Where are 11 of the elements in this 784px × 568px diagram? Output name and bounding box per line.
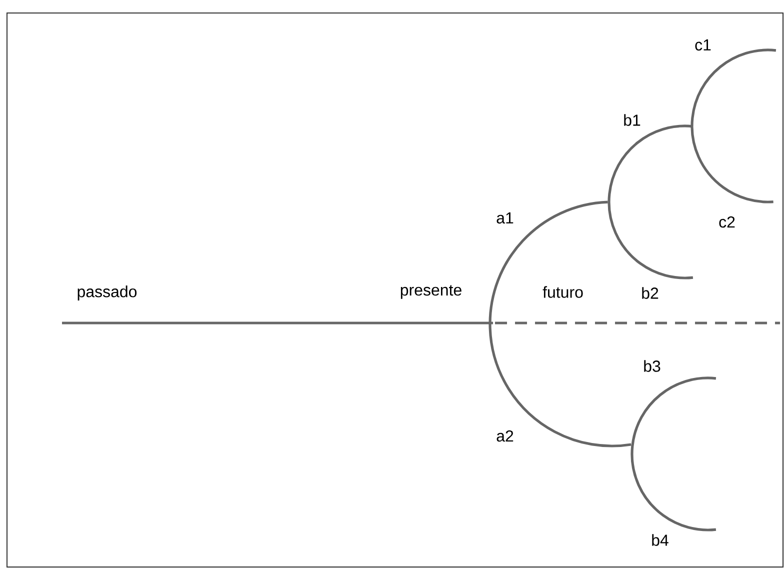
time-label: c1 bbox=[695, 39, 711, 51]
time-label: b2 bbox=[642, 287, 658, 299]
time-label: b4 bbox=[652, 534, 668, 546]
time-label: b3 bbox=[644, 360, 660, 372]
time-label: a1 bbox=[496, 212, 514, 224]
time-label: presente bbox=[400, 285, 462, 299]
time-label: c2 bbox=[719, 216, 735, 228]
time-label: passado bbox=[78, 286, 137, 300]
time-label: a2 bbox=[496, 430, 514, 442]
time-label: b1 bbox=[624, 114, 640, 126]
time-label: futuro bbox=[542, 286, 583, 298]
